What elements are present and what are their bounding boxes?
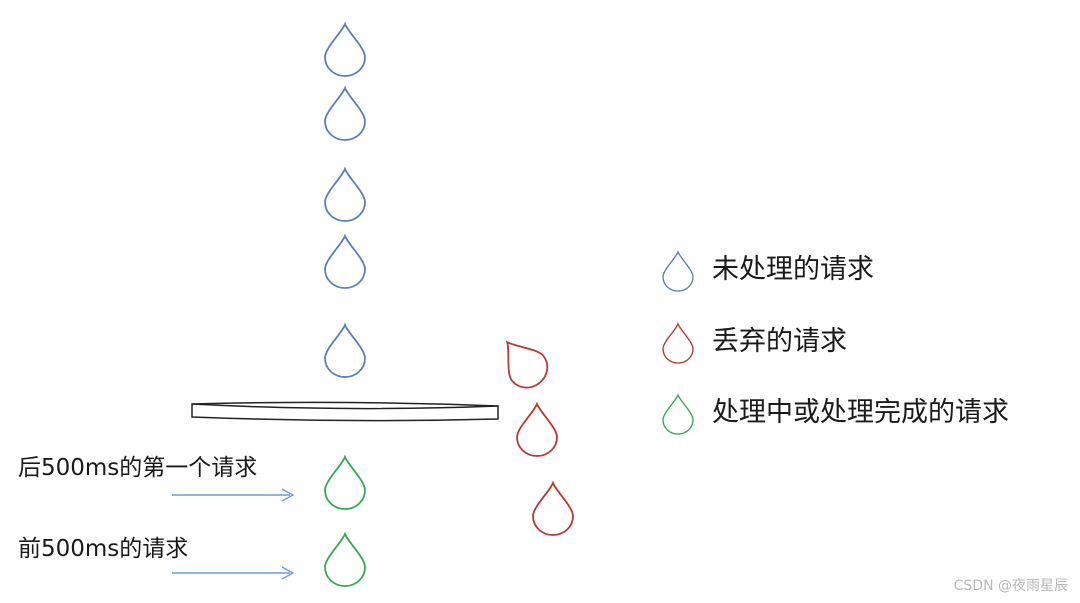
- unprocessed-requests-column: [324, 23, 366, 378]
- discarded-drop: [490, 328, 556, 397]
- processed-drop: [324, 456, 366, 510]
- discarded-drop-icon: [662, 323, 694, 364]
- legend-label-processed: 处理中或处理完成的请求: [712, 397, 1009, 428]
- legend-label-discarded: 丢弃的请求: [712, 326, 847, 357]
- unprocessed-drop: [324, 87, 366, 141]
- unprocessed-drop-icon: [662, 251, 694, 292]
- legend-item-processed: 处理中或处理完成的请求: [662, 394, 1009, 435]
- unprocessed-drop: [324, 168, 366, 222]
- arrow-head-icon: [281, 566, 295, 580]
- discarded-drop: [516, 403, 558, 457]
- unprocessed-drop: [324, 23, 366, 77]
- legend-item-unprocessed: 未处理的请求: [662, 251, 874, 292]
- legend: 未处理的请求 丢弃的请求 处理中或处理完成的请求: [662, 251, 1009, 435]
- unprocessed-drop: [324, 324, 366, 378]
- watermark: CSDN @夜雨星辰: [954, 578, 1068, 594]
- legend-item-discarded: 丢弃的请求: [662, 323, 847, 364]
- discarded-requests: [490, 328, 574, 536]
- annotation-prev-window: 前500ms的请求: [18, 536, 295, 580]
- unprocessed-drop: [324, 235, 366, 289]
- prev-window-label: 前500ms的请求: [18, 536, 188, 562]
- legend-label-unprocessed: 未处理的请求: [712, 254, 874, 285]
- processed-drop-icon: [662, 394, 694, 435]
- discarded-drop: [532, 482, 574, 536]
- annotation-next-window: 后500ms的第一个请求: [18, 455, 295, 502]
- next-window-label: 后500ms的第一个请求: [18, 455, 257, 481]
- funnel-disk: [191, 401, 499, 422]
- arrow-head-icon: [281, 488, 295, 502]
- processed-requests: [324, 456, 366, 587]
- processed-drop: [324, 533, 366, 587]
